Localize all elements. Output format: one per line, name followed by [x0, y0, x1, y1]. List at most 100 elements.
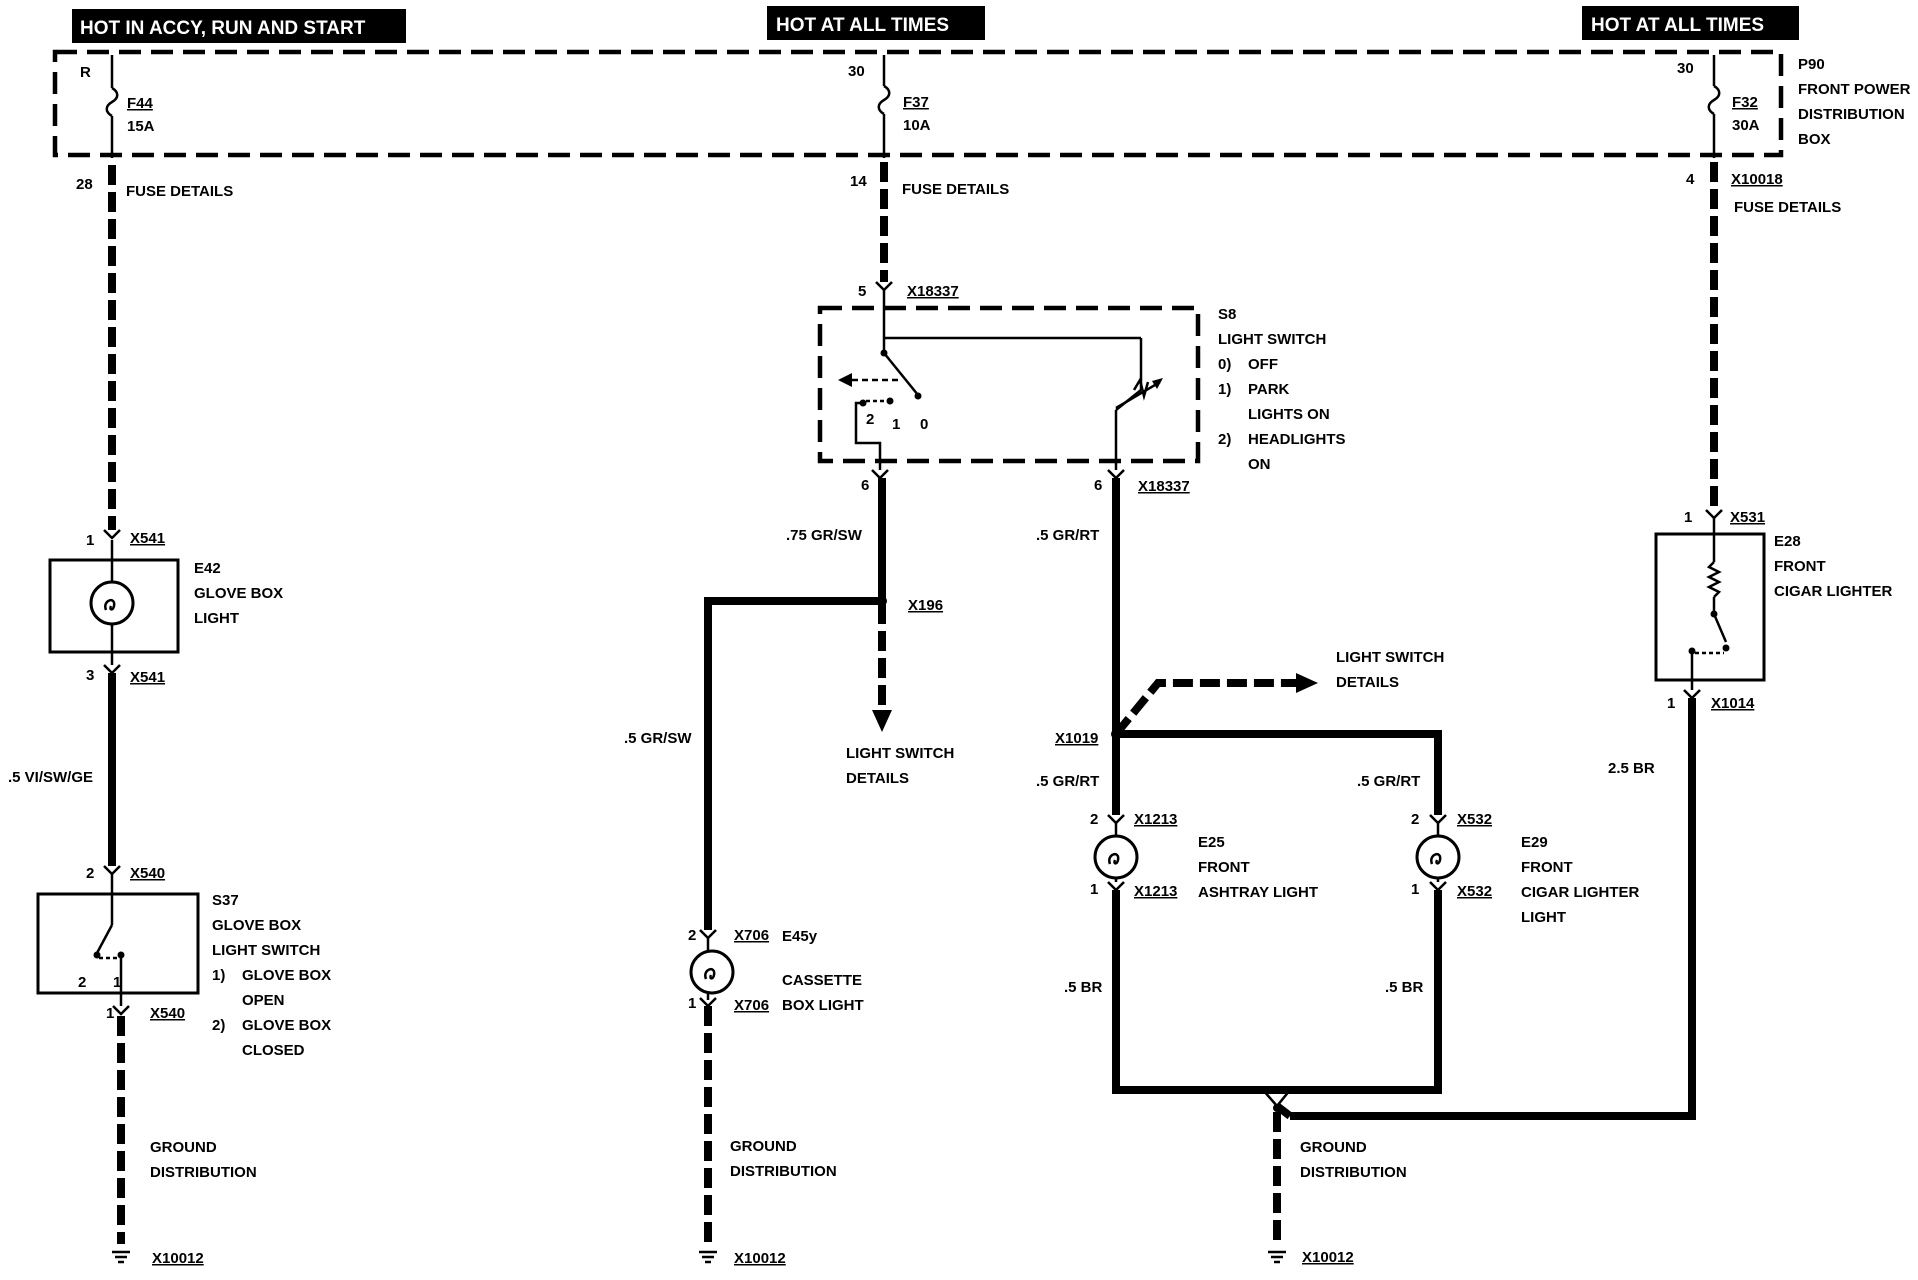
ground-3-conn: X10012	[1302, 1249, 1354, 1266]
glove-switch-pos2-num: 2)	[212, 1017, 225, 1034]
cigar-lighter-pin-bottom: 1	[1667, 695, 1675, 712]
ground-3-line2: DISTRIBUTION	[1300, 1164, 1407, 1181]
ground-2-line1: GROUND	[730, 1138, 797, 1155]
fuse-f32-in-pin: 30	[1677, 60, 1694, 77]
cigar-lighter-pin-top: 1	[1684, 509, 1692, 526]
glove-switch-pin-bottom: 1	[106, 1005, 114, 1022]
glove-switch-conn-top: X540	[130, 865, 165, 882]
header-middle-text: HOT AT ALL TIMES	[776, 15, 949, 36]
light-switch-id: S8	[1218, 306, 1236, 323]
glove-box-circuit: 1 X541 E42 GLOVE BOX LIGHT 3 X541 .5 VI/…	[8, 165, 331, 1267]
ashtray-conn-bottom: X1213	[1134, 883, 1177, 900]
cigar-light-id: E29	[1521, 834, 1548, 851]
light-switch-title: LIGHT SWITCH	[1218, 331, 1326, 348]
glove-light-line2: LIGHT	[194, 610, 239, 627]
cigar-lighter-id: E28	[1774, 533, 1801, 550]
glove-switch-in1: 1	[113, 974, 121, 991]
cassette-pin-bottom: 1	[688, 995, 696, 1012]
cassette-conn-bottom: X706	[734, 997, 769, 1014]
ground-3-line1: GROUND	[1300, 1139, 1367, 1156]
cassette-lamp-icon	[689, 949, 735, 995]
ashtray-line1: FRONT	[1198, 859, 1250, 876]
fuse-f44-in-pin: R	[80, 64, 91, 81]
ground-2-line2: DISTRIBUTION	[730, 1163, 837, 1180]
glove-box-lamp-icon	[89, 580, 135, 626]
header-middle: HOT AT ALL TIMES	[767, 6, 985, 40]
ashtray-pin-bottom: 1	[1090, 881, 1098, 898]
glove-light-pin-top: 1	[86, 532, 94, 549]
fuse-f37-details: FUSE DETAILS	[902, 181, 1009, 198]
light-switch-pos2: 2	[866, 411, 874, 428]
light-switch-p1a: PARK	[1248, 381, 1290, 398]
cigar-lighter-line1: FRONT	[1774, 558, 1826, 575]
power-box-line1: FRONT POWER	[1798, 81, 1911, 98]
cigar-light-line1: FRONT	[1521, 859, 1573, 876]
light-switch-p2b: ON	[1248, 456, 1271, 473]
glove-light-conn-bottom: X541	[130, 669, 165, 686]
ground-icon	[1268, 1250, 1286, 1264]
header-left-text: HOT IN ACCY, RUN AND START	[80, 18, 366, 39]
fuse-f44-id: F44	[127, 95, 154, 112]
light-switch-pin-out-left: 6	[861, 477, 869, 494]
power-box-line3: BOX	[1798, 131, 1831, 148]
cigar-light-pin-top: 2	[1411, 811, 1419, 828]
ashtray-id: E25	[1198, 834, 1225, 851]
cigar-lighter-line2: CIGAR LIGHTER	[1774, 583, 1892, 600]
fuse-f44: R F44 15A 28 FUSE DETAILS	[76, 55, 233, 200]
ground-1-conn: X10012	[152, 1250, 204, 1267]
glove-switch-pos1-b: OPEN	[242, 992, 285, 1009]
fuse-f32-connector: X10018	[1731, 171, 1783, 188]
header-left: HOT IN ACCY, RUN AND START	[72, 9, 406, 43]
arrow-down-icon	[872, 710, 892, 732]
ashtray-lamp-icon	[1093, 834, 1139, 880]
power-distribution-box	[52, 49, 1784, 158]
wire-gr-rt-left-label: .5 GR/RT	[1036, 773, 1099, 790]
glove-switch-line1: GLOVE BOX	[212, 917, 301, 934]
cigar-lighter-conn-bottom: X1014	[1711, 695, 1755, 712]
wire-br-left-label: .5 BR	[1064, 979, 1103, 996]
glove-switch-pos1-num: 1)	[212, 967, 225, 984]
cassette-line1: CASSETTE	[782, 972, 862, 989]
ground-3: GROUND DISTRIBUTION X10012	[1262, 1089, 1407, 1266]
wire-gr-rt-top-label: .5 GR/RT	[1036, 527, 1099, 544]
light-switch-pos1: 1	[892, 416, 900, 433]
fuse-f37-out-pin: 14	[850, 173, 867, 190]
ashtray-pin-top: 2	[1090, 811, 1098, 828]
glove-switch-box	[36, 892, 200, 995]
wire-br-right-label: .5 BR	[1385, 979, 1424, 996]
cigar-light-conn-bottom: X532	[1457, 883, 1492, 900]
wire-glove-label: .5 VI/SW/GE	[8, 769, 93, 786]
cigar-lighter-circuit: 1 X531 E28 FRONT CIGAR LIGHTER 1 X1014 2…	[1290, 162, 1892, 1120]
glove-light-pin-bottom: 3	[86, 667, 94, 684]
details-ls1-line1: LIGHT SWITCH	[846, 745, 954, 762]
cigar-lighter-conn-top: X531	[1730, 509, 1765, 526]
glove-switch-id: S37	[212, 892, 239, 909]
glove-box-light-box	[48, 558, 180, 654]
light-switch-conn-in: X18337	[907, 283, 959, 300]
header-right: HOT AT ALL TIMES	[1582, 6, 1799, 40]
cassette-id: E45y	[782, 928, 818, 945]
ashtray-conn-top: X1213	[1134, 811, 1177, 828]
cigar-lamp-icon	[1415, 834, 1461, 880]
splice-x1019-label: X1019	[1055, 730, 1098, 747]
light-switch-pos0: 0	[920, 416, 928, 433]
light-switch-conn-out: X18337	[1138, 478, 1190, 495]
arrow-left-icon	[838, 373, 852, 387]
fuse-f44-rating: 15A	[127, 118, 155, 135]
fuse-f32-details: FUSE DETAILS	[1734, 199, 1841, 216]
glove-switch-pos1-a: GLOVE BOX	[242, 967, 331, 984]
wire-mid-left-label: .75 GR/SW	[786, 527, 863, 544]
ground-icon	[699, 1250, 717, 1264]
details-ls2-line2: DETAILS	[1336, 674, 1399, 691]
heating-element-icon	[1706, 561, 1722, 598]
glove-switch-pos2-b: CLOSED	[242, 1042, 305, 1059]
fuse-f44-details: FUSE DETAILS	[126, 183, 233, 200]
details-ls2-line1: LIGHT SWITCH	[1336, 649, 1444, 666]
light-switch-p2a: HEADLIGHTS	[1248, 431, 1346, 448]
fuse-f44-out-pin: 28	[76, 176, 93, 193]
cigar-lighter-box	[1654, 532, 1766, 682]
interior-lights-circuit: .5 GR/RT LIGHT SWITCH DETAILS X1019 .5 G…	[1036, 478, 1639, 1094]
ashtray-line2: ASHTRAY LIGHT	[1198, 884, 1318, 901]
ground-2-conn: X10012	[734, 1250, 786, 1267]
